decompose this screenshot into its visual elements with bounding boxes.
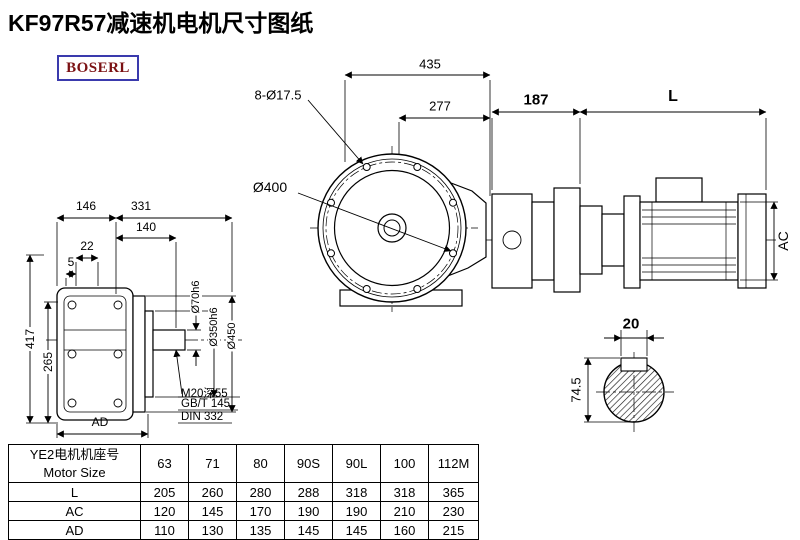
value-cell: 170: [236, 501, 285, 521]
note-standard-din: DIN 332: [181, 411, 224, 423]
size-col: 63: [140, 444, 189, 483]
top-view-dimensions: [297, 71, 491, 252]
row-label: AD: [8, 520, 141, 540]
section-dimensions: [584, 330, 664, 423]
dim-bore-height: 74.5: [568, 377, 584, 403]
table-row-AD: AD 110 130 135 145 145 160 215: [8, 520, 479, 540]
dim-flange-diameter: Ø400: [252, 179, 288, 195]
gearbox-front-view: [46, 287, 242, 421]
table-header-row: YE2电机机座号 Motor Size 63 71 80 90S 90L 100…: [8, 444, 479, 483]
value-cell: 120: [140, 501, 189, 521]
value-cell: 230: [428, 501, 479, 521]
value-cell: 288: [284, 482, 333, 502]
motor-size-header: YE2电机机座号 Motor Size: [8, 444, 141, 483]
note-standard-gbt: GB/T 145: [181, 398, 231, 410]
value-cell: 280: [236, 482, 285, 502]
value-cell: 110: [140, 520, 189, 540]
value-cell: 210: [380, 501, 429, 521]
table-row-L: L 205 260 280 288 318 318 365: [8, 482, 479, 502]
side-view-dimensions: [491, 108, 778, 281]
dim-overall-width: 331: [130, 199, 152, 213]
dim-shaft-diameter: Ø70h6: [190, 278, 202, 316]
dim-key-width: 20: [622, 315, 640, 333]
value-cell: 145: [188, 501, 237, 521]
dim-step-width: 22: [80, 239, 94, 253]
value-cell: 190: [284, 501, 333, 521]
dim-gap-width: 5: [67, 255, 75, 269]
value-cell: 205: [140, 482, 189, 502]
dim-foot: AD: [91, 415, 109, 429]
dim-inner-width: 277: [429, 98, 451, 114]
note-tapped-hole: M20深55: [181, 388, 228, 400]
size-col: 71: [188, 444, 237, 483]
dim-total-width: 435: [419, 56, 441, 72]
value-cell: 260: [188, 482, 237, 502]
dim-spigot-diameter: Ø350h6: [208, 305, 220, 349]
value-cell: 318: [380, 482, 429, 502]
size-col: 100: [380, 444, 429, 483]
dim-motor-length: L: [668, 88, 678, 105]
dim-total-height: 417: [23, 326, 37, 352]
value-cell: 160: [380, 520, 429, 540]
value-cell: 215: [428, 520, 479, 540]
gearbox-top-view: [310, 146, 487, 312]
brand-logo: BOSERL: [57, 55, 139, 81]
value-cell: 135: [236, 520, 285, 540]
dim-bolt-holes: 8-Ø17.5: [254, 87, 302, 103]
motor-size-header-cn: YE2电机机座号: [29, 446, 120, 462]
size-col: 112M: [428, 444, 479, 483]
motor-size-header-en: Motor Size: [43, 464, 106, 480]
front-view-dimensions: [26, 214, 240, 438]
value-cell: 190: [332, 501, 381, 521]
value-cell: 145: [332, 520, 381, 540]
gearmotor-side-view: [486, 177, 778, 293]
table-row-AC: AC 120 145 170 190 190 210 230: [8, 501, 479, 521]
dim-output-flange-diameter: Ø450: [226, 320, 238, 352]
dim-gearbox-length: 187: [523, 91, 549, 109]
shaft-keyway-section: [596, 352, 674, 432]
value-cell: 318: [332, 482, 381, 502]
page-title: KF97R57减速机电机尺寸图纸: [8, 10, 314, 36]
size-col: 80: [236, 444, 285, 483]
motor-size-table: YE2电机机座号 Motor Size 63 71 80 90S 90L 100…: [8, 444, 479, 540]
brand-logo-text: BOSERL: [66, 59, 130, 76]
row-label: AC: [8, 501, 141, 521]
value-cell: 365: [428, 482, 479, 502]
value-cell: 145: [284, 520, 333, 540]
size-col: 90S: [284, 444, 333, 483]
dim-axis-height: 265: [41, 349, 55, 375]
size-col: 90L: [332, 444, 381, 483]
value-cell: 130: [188, 520, 237, 540]
dim-motor-diameter: AC: [775, 231, 791, 251]
dim-flange-width: 140: [135, 220, 157, 234]
row-label: L: [8, 482, 141, 502]
dim-housing-width: 146: [75, 199, 97, 213]
